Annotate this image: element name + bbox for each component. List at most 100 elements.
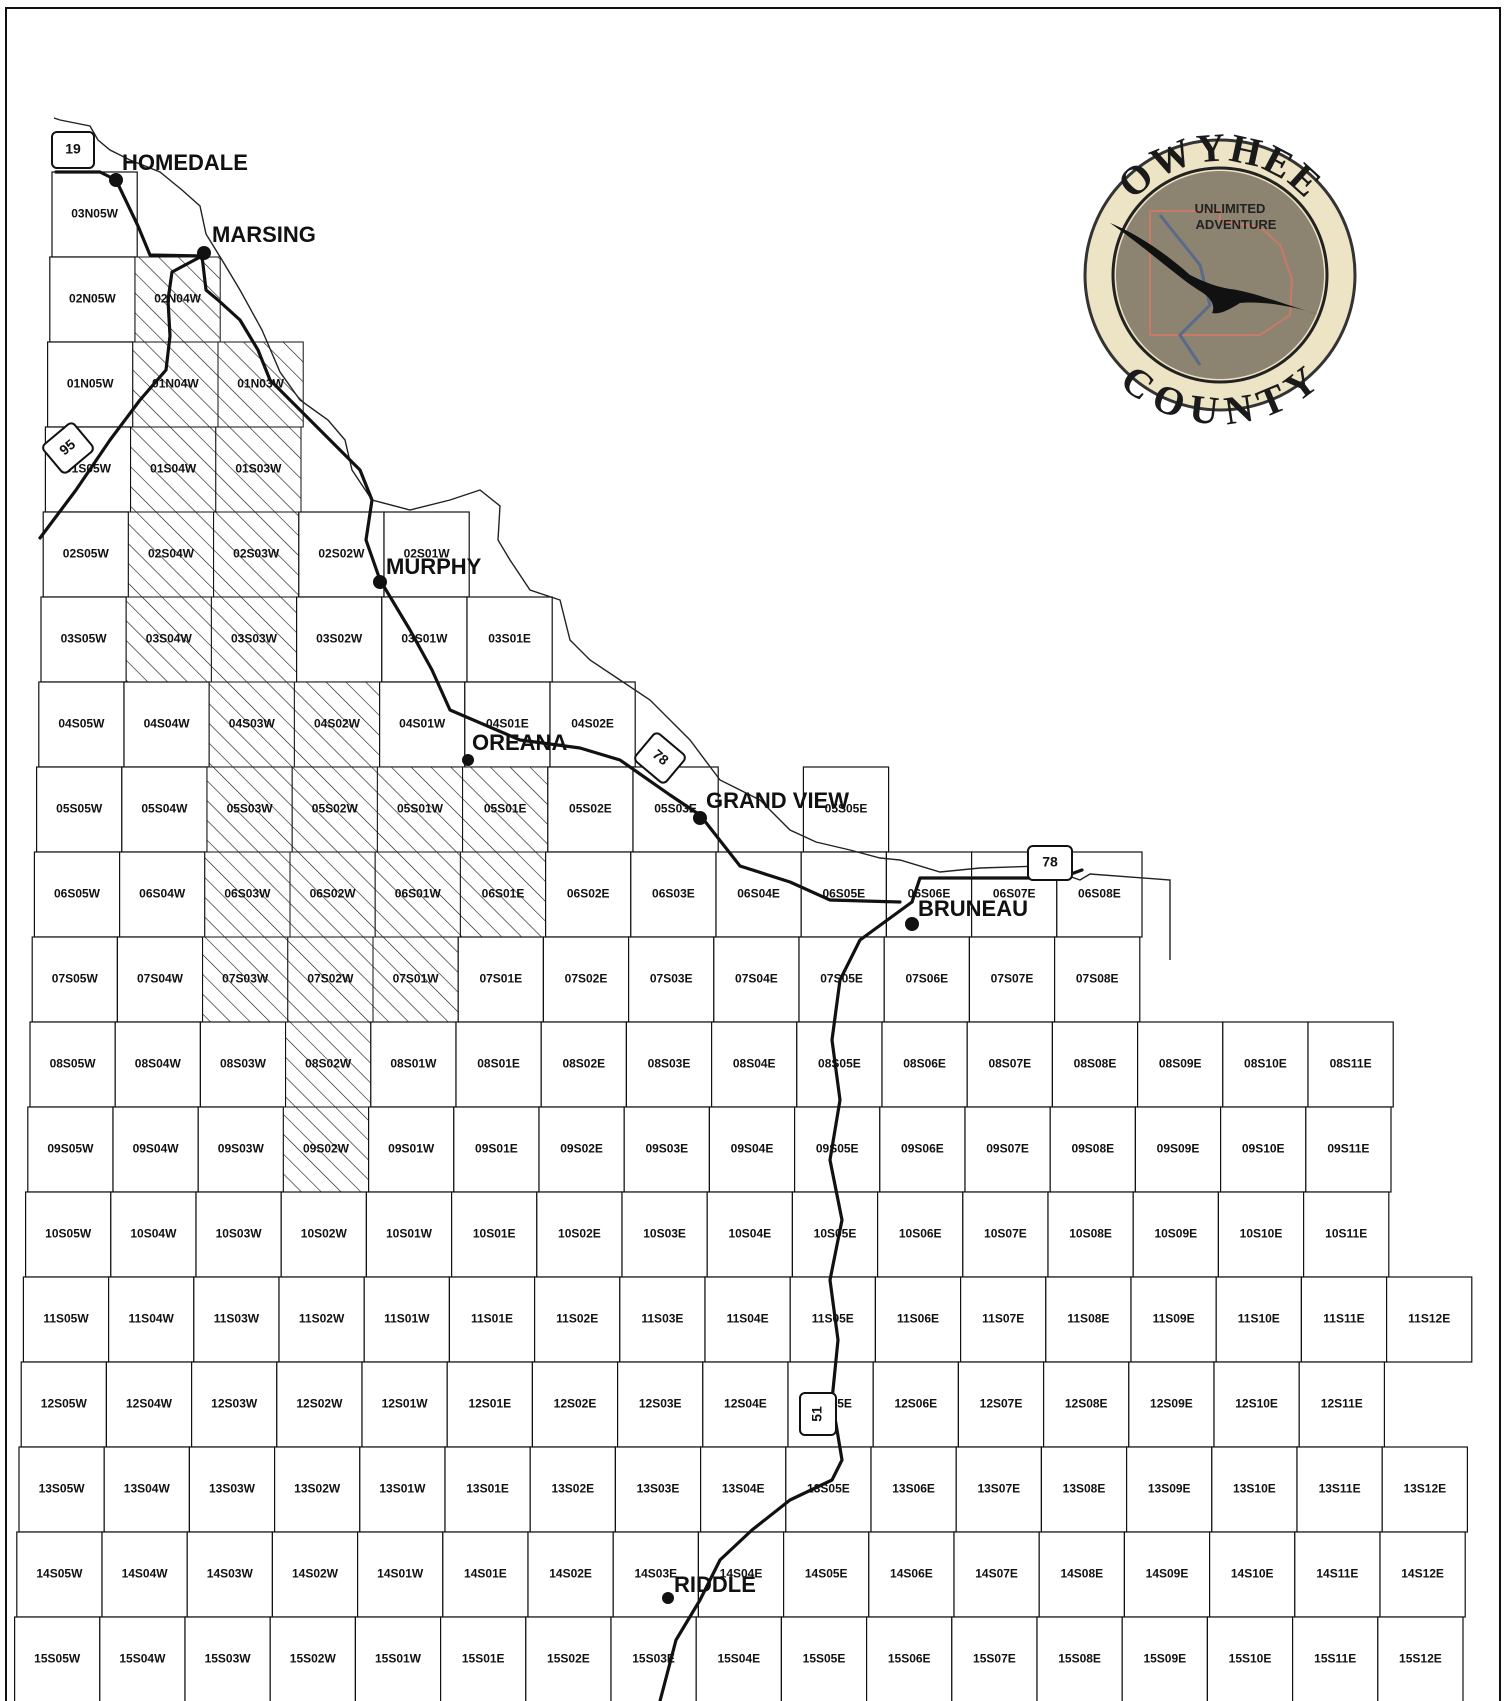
township-label: 15S06E	[888, 1652, 931, 1666]
township-cell	[1206, 1616, 1294, 1701]
township-label: 14S03E	[634, 1567, 677, 1581]
township-cell	[276, 1361, 363, 1448]
township-label: 06S06E	[908, 887, 951, 901]
highway-19	[54, 170, 204, 258]
township-cell	[1134, 1106, 1222, 1193]
township-cell	[1047, 1191, 1134, 1278]
township-12s02e: 12S02E	[531, 1361, 619, 1448]
town-dot-icon	[373, 575, 387, 589]
town-dot-icon	[462, 754, 474, 766]
township-11s02w: 11S02W	[278, 1276, 365, 1363]
township-03s04w: 03S04W	[125, 596, 212, 683]
township-12s10e: 12S10E	[1213, 1361, 1300, 1448]
township-09s09e: 09S09E	[1134, 1106, 1222, 1193]
township-label: 01S03W	[235, 462, 282, 476]
township-09s11e: 09S11E	[1305, 1106, 1392, 1193]
township-cell-hatched	[132, 341, 219, 428]
township-label: 11S03W	[214, 1312, 260, 1326]
township-06s04w: 06S04W	[118, 851, 206, 938]
township-cell	[1300, 1276, 1388, 1363]
township-cell	[1217, 1191, 1305, 1278]
township-label: 15S01E	[462, 1652, 505, 1666]
township-label: 07S07E	[991, 972, 1034, 986]
township-label: 12S01W	[382, 1397, 429, 1411]
township-02s01w: 02S01W	[383, 511, 470, 598]
township-label: 11S04E	[727, 1312, 769, 1326]
township-12s08e: 12S08E	[1042, 1361, 1130, 1448]
township-cell-hatched	[287, 936, 374, 1023]
logo-line-2: ADVENTURE	[1196, 217, 1277, 232]
township-cell	[540, 1021, 628, 1108]
township-label: 09S03W	[218, 1142, 265, 1156]
township-11s08e: 11S08E	[1045, 1276, 1132, 1363]
township-08s08e: 08S08E	[1051, 1021, 1139, 1108]
township-02s05w: 02S05W	[42, 511, 129, 598]
township-11s01e: 11S01E	[448, 1276, 536, 1363]
township-label: 13S03W	[209, 1482, 256, 1496]
township-cell	[361, 1361, 448, 1448]
township-cell	[955, 1446, 1043, 1533]
township-07s02w: 07S02W	[287, 936, 374, 1023]
township-05s05e: 05S05E	[802, 766, 890, 853]
township-label: 09S06E	[901, 1142, 944, 1156]
township-15s11e: 15S11E	[1291, 1616, 1379, 1701]
township-03n05w: 03N05W	[51, 171, 138, 258]
township-label: 11S08E	[1067, 1312, 1109, 1326]
township-label: 10S02E	[558, 1227, 601, 1241]
township-label: 09S05E	[816, 1142, 859, 1156]
township-07s02e: 07S02E	[542, 936, 630, 1023]
township-label: 10S06E	[899, 1227, 942, 1241]
county-outline-icon	[1149, 210, 1294, 336]
township-14s02w: 14S02W	[271, 1531, 359, 1618]
township-cell-hatched	[293, 681, 381, 768]
township-11s05w: 11S05W	[22, 1276, 110, 1363]
township-label: 06S05W	[54, 887, 101, 901]
township-cell	[20, 1361, 107, 1448]
township-label: 13S04E	[722, 1482, 765, 1496]
township-02n04w: 02N04W	[134, 256, 221, 343]
township-label: 03S05W	[61, 632, 108, 646]
township-13s07e: 13S07E	[955, 1446, 1043, 1533]
township-08s05w: 08S05W	[29, 1021, 116, 1108]
township-label: 04S02W	[314, 717, 361, 731]
township-label: 02S04W	[148, 547, 195, 561]
township-cell	[780, 1616, 868, 1701]
township-03s01w: 03S01W	[381, 596, 468, 683]
township-12s03e: 12S03E	[616, 1361, 704, 1448]
township-label: 08S02W	[305, 1057, 352, 1071]
township-15s01e: 15S01E	[440, 1616, 527, 1701]
township-07s01e: 07S01E	[457, 936, 545, 1023]
township-08s03e: 08S03E	[625, 1021, 713, 1108]
township-08s02w: 08S02W	[285, 1021, 372, 1108]
township-11s06e: 11S06E	[874, 1276, 962, 1363]
township-label: 14S08E	[1060, 1567, 1103, 1581]
township-label: 06S01W	[395, 887, 442, 901]
township-13s03w: 13S03W	[188, 1446, 276, 1533]
township-15s03w: 15S03W	[184, 1616, 271, 1701]
highway-95	[38, 254, 902, 904]
township-05s01e: 05S01E	[462, 766, 549, 853]
township-08s07e: 08S07E	[966, 1021, 1054, 1108]
township-13s05w: 13S05W	[18, 1446, 105, 1533]
township-label: 15S04W	[119, 1652, 166, 1666]
township-label: 13S08E	[1063, 1482, 1106, 1496]
township-03s05w: 03S05W	[40, 596, 127, 683]
township-label: 13S11E	[1319, 1482, 1361, 1496]
township-cell	[444, 1446, 531, 1533]
township-label: 10S04E	[728, 1227, 771, 1241]
township-label: 11S02W	[299, 1312, 345, 1326]
township-11s03w: 11S03W	[193, 1276, 280, 1363]
township-label: 11S05E	[812, 1312, 854, 1326]
township-label: 15S09E	[1143, 1652, 1186, 1666]
township-label: 06S04W	[139, 887, 186, 901]
township-09s03w: 09S03W	[197, 1106, 284, 1193]
highway-51	[658, 900, 914, 1701]
township-label: 04S03W	[229, 717, 276, 731]
town-riddle: RIDDLE	[662, 1572, 756, 1604]
township-label: 08S11E	[1330, 1057, 1372, 1071]
township-10s03e: 10S03E	[621, 1191, 708, 1278]
township-cell-hatched	[462, 766, 549, 853]
township-11s12e: 11S12E	[1385, 1276, 1473, 1363]
township-08s04w: 08S04W	[114, 1021, 201, 1108]
township-cell	[1298, 1361, 1385, 1448]
